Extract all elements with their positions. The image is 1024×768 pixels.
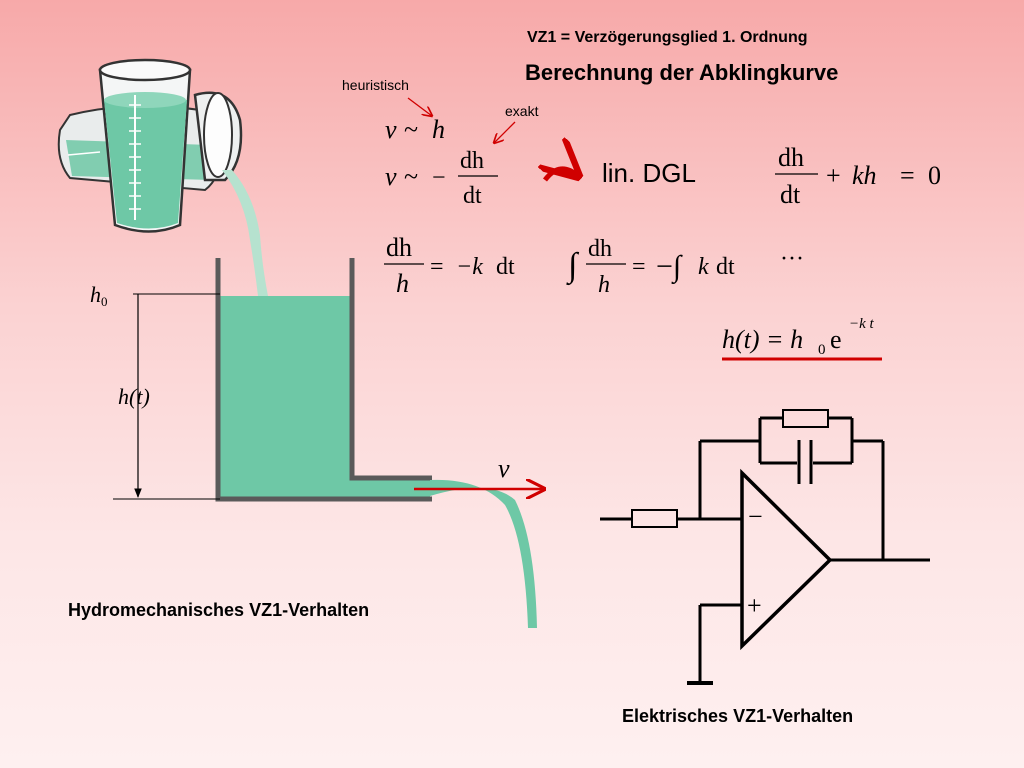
label-h0: h0: [90, 282, 108, 309]
label-h0-sub: 0: [101, 294, 108, 309]
eq2-v: v: [385, 162, 397, 191]
caption-electric: Elektrisches VZ1-Verhalten: [622, 706, 853, 726]
eq1-h: h: [432, 115, 445, 144]
sep-eq: =: [430, 254, 444, 280]
int-den: h: [598, 272, 610, 298]
heuristic-pointer: [407, 97, 432, 116]
sep-dt: dt: [496, 254, 515, 280]
int-sign2: −∫: [656, 250, 683, 285]
sep-num: dh: [386, 233, 412, 262]
equation-result: h(t) = h 0 e −k t: [722, 316, 882, 361]
equation-derivative: v ~ − dh dt: [385, 148, 498, 209]
sep-den: h: [396, 269, 409, 298]
sep-k: −k: [456, 254, 483, 280]
beaker-illustration: [57, 58, 243, 233]
eq2-minus: −: [432, 165, 446, 191]
eq2-tilde: ~: [404, 162, 418, 191]
ellipsis: ···: [780, 246, 804, 272]
caption-hydro: Hydromechanisches VZ1-Verhalten: [68, 600, 369, 620]
ode-zero: 0: [928, 161, 941, 190]
implies-arrow-icon: [545, 169, 578, 180]
label-ht: h(t): [118, 384, 150, 409]
int-num: dh: [588, 236, 612, 262]
annotation-heuristic: heuristisch: [342, 77, 409, 93]
equation-ode: dh dt + kh = 0: [775, 143, 941, 209]
opamp-triangle: [740, 468, 833, 651]
ode-eq: =: [900, 161, 915, 190]
equation-separation: dh h = −k dt: [384, 233, 515, 298]
eq2-num: dh: [460, 148, 484, 174]
height-markers: [113, 293, 220, 500]
annotation-lin-dgl: lin. DGL: [602, 158, 696, 188]
feedback-resistor: [782, 409, 829, 428]
opamp-plus-sign: +: [747, 591, 762, 620]
outflow-stream: [430, 479, 537, 628]
opamp-minus-sign: −: [748, 502, 763, 531]
annotation-exact: exakt: [505, 103, 539, 119]
input-resistor: [631, 509, 678, 528]
header-subtitle: VZ1 = Verzögerungsglied 1. Ordnung: [527, 29, 808, 46]
eq2-den: dt: [463, 183, 482, 209]
eq1-tilde: ~: [404, 115, 418, 144]
int-eq: =: [632, 254, 646, 280]
label-v: v: [498, 454, 510, 483]
result-sub: 0: [818, 342, 826, 358]
result-main: h(t) = h: [722, 325, 803, 354]
inflow-stream: [222, 170, 268, 296]
result-exp: −k t: [849, 316, 875, 332]
equation-proportional: v ~ h: [385, 115, 445, 144]
ode-num: dh: [778, 143, 804, 172]
eq1-v: v: [385, 115, 397, 144]
int-sign: ∫: [566, 247, 580, 286]
ode-den: dt: [780, 180, 801, 209]
int-k: k: [698, 254, 709, 280]
equation-integral: ∫ dh h = −∫ k dt: [566, 236, 735, 298]
int-dt: dt: [716, 254, 735, 280]
opamp-circuit: [600, 409, 930, 685]
ode-plus: +: [826, 161, 841, 190]
header-title: Berechnung der Abklingkurve: [525, 60, 838, 85]
ode-kh: kh: [852, 161, 877, 190]
result-e: e: [830, 325, 842, 354]
water-tank: [215, 258, 432, 502]
exact-pointer: [494, 121, 516, 143]
